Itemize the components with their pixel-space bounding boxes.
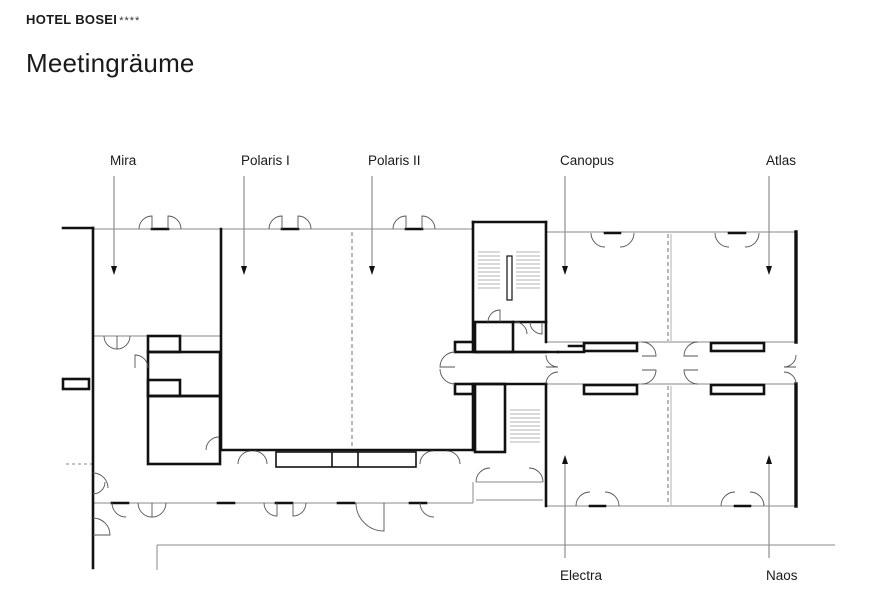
structural-walls [61,220,798,570]
brand-stars: **** [119,15,141,27]
page-title: Meetingräume [26,48,195,78]
room-label-electra[interactable]: Electra [560,568,603,583]
room-label-atlas[interactable]: Atlas [766,153,797,168]
stairs [478,251,540,443]
movable-partitions [351,232,669,505]
hotel-brand: HOTEL BOSEI**** [26,12,140,27]
room-label-canopus[interactable]: Canopus [560,153,615,168]
room-label-polaris-1[interactable]: Polaris I [241,153,290,168]
door-swings [92,215,797,536]
brand-name: HOTEL BOSEI [26,12,118,27]
room-label-mira[interactable]: Mira [110,153,137,168]
thin-walls [66,228,835,570]
counter [275,451,417,468]
pointer-arrows [111,176,772,558]
room-label-polaris-2[interactable]: Polaris II [368,153,421,168]
room-label-naos[interactable]: Naos [766,568,798,583]
